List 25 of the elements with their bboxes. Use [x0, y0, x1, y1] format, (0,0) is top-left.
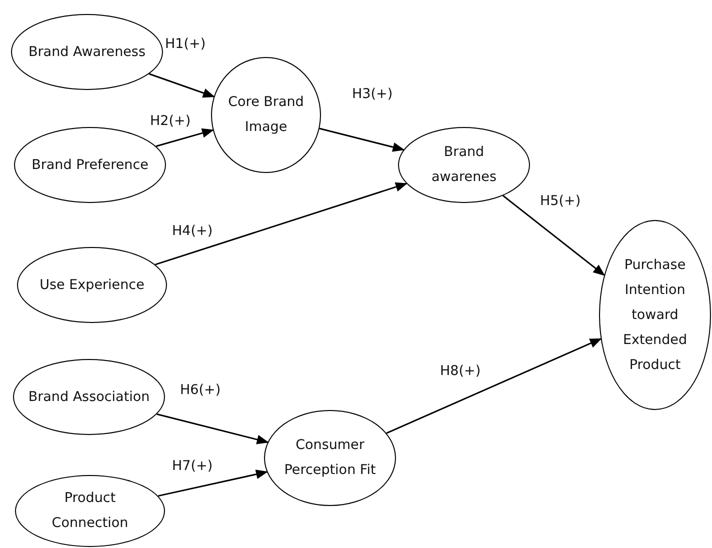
- construct-label: Consumer Perception Fit: [283, 436, 377, 480]
- arrow: [386, 338, 602, 434]
- edge-label: H2(+): [150, 113, 191, 129]
- construct-label: Brand Preference: [32, 156, 148, 174]
- edge-label: H6(+): [180, 382, 221, 398]
- construct-label: Core Brand Image: [227, 93, 305, 137]
- arrow: [156, 413, 269, 444]
- construct-label: Brand Association: [28, 388, 150, 406]
- construct-label: Purchase Intention toward Extended Product: [622, 256, 688, 374]
- arrow: [155, 182, 408, 266]
- construct-label: Brand Awareness: [28, 42, 146, 62]
- construct-label: Product Connection: [50, 489, 130, 533]
- edge-label: H3(+): [352, 86, 393, 102]
- construct-label: Brand awarenes: [430, 143, 498, 187]
- edge-label: H8(+): [440, 363, 481, 379]
- edge-label: H1(+): [165, 36, 206, 52]
- edge-label: H7(+): [172, 458, 213, 474]
- arrow: [148, 73, 215, 98]
- edge-label: H5(+): [540, 193, 581, 209]
- edge-label: H4(+): [172, 223, 213, 239]
- construct-label: Use Experience: [40, 276, 144, 294]
- arrow: [502, 195, 606, 276]
- arrow: [319, 128, 405, 152]
- arrow: [158, 470, 268, 497]
- arrow: [156, 128, 214, 147]
